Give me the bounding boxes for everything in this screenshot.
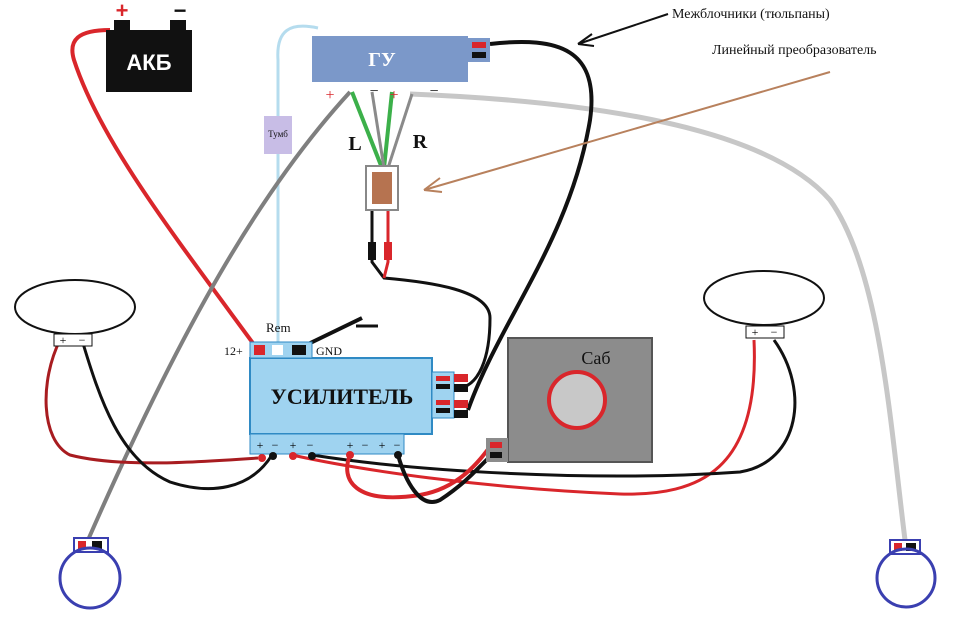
wire-interconnect-black: [466, 40, 594, 411]
amp-out-8: −: [394, 438, 401, 452]
amplifier-output-terminals: + − + − + − + −: [257, 438, 402, 462]
amp-out-1: +: [257, 438, 264, 452]
front-right-minus: −: [771, 325, 778, 339]
remote-switch: Тумб: [264, 116, 292, 154]
wire-battery-plus-red: [70, 28, 260, 352]
wire-front-left-minus-black: [80, 339, 274, 491]
interconnects-annotation-text: Межблочники (тюльпаны): [672, 7, 830, 22]
amplifier-power-label: 12+: [224, 344, 243, 358]
wire-left-gray: [370, 91, 386, 169]
head-unit-terminal-2: −: [369, 83, 378, 100]
wire-right-green: [382, 91, 394, 169]
head-unit-terminal-3: +: [389, 87, 398, 104]
head-unit-label: ГУ: [368, 49, 396, 71]
rear-left-speaker: [58, 537, 122, 610]
amp-out-4: −: [307, 438, 314, 452]
front-right-speaker: + −: [703, 270, 825, 339]
interconnects-annotation: Межблочники (тюльпаны): [577, 7, 830, 47]
head-unit-terminal-1: +: [325, 87, 334, 104]
wire-left-green: [350, 91, 384, 169]
amplifier-rem-label: Rem: [266, 320, 291, 335]
wire-front-right-plus-red: [291, 339, 756, 496]
wire-front-left-plus-red: [44, 339, 259, 465]
battery: + − АКБ: [106, 0, 192, 92]
wire-converter-to-amp: [370, 210, 492, 390]
interconnects-arrow: [577, 13, 669, 45]
amplifier: УСИЛИТЕЛЬ 12+ Rem GND: [224, 320, 468, 455]
subwoofer-cone: [547, 370, 607, 430]
battery-minus-sign: −: [174, 0, 187, 23]
front-left-minus: −: [79, 333, 86, 347]
amplifier-label: УСИЛИТЕЛЬ: [271, 384, 414, 409]
head-unit-terminal-4: −: [429, 83, 438, 100]
amp-out-6: −: [362, 438, 369, 452]
channel-right-label: R: [413, 131, 428, 153]
wire-sub-minus-black: [396, 453, 494, 504]
subwoofer-terminal: [486, 438, 508, 462]
head-unit: ГУ + − + −: [312, 36, 490, 104]
wire-rear-right-lightgray: [409, 91, 908, 541]
front-right-plus: +: [752, 325, 759, 339]
battery-label: АКБ: [126, 50, 171, 75]
subwoofer-label: Саб: [581, 348, 610, 368]
line-converter-arrow: [423, 71, 831, 191]
subwoofer: Саб: [486, 337, 653, 463]
front-left-speaker: + −: [14, 279, 136, 347]
remote-switch-label: Тумб: [268, 129, 288, 139]
line-converter: [365, 165, 399, 260]
amp-out-3: +: [290, 438, 297, 452]
wire-rear-left-gray: [86, 90, 352, 541]
wire-front-right-minus-black: [311, 339, 797, 478]
amp-out-7: +: [379, 438, 386, 452]
amplifier-gnd-label: GND: [316, 344, 342, 358]
amp-out-2: −: [272, 438, 279, 452]
wire-remote-lightblue: [276, 24, 319, 350]
wire-converter-red: [382, 210, 390, 279]
head-unit-rca-connector: [468, 38, 490, 62]
line-converter-annotation-text: Линейный преобразователь: [712, 43, 877, 58]
wire-right-gray: [386, 93, 414, 169]
front-left-plus: +: [60, 333, 67, 347]
amp-out-5: +: [347, 438, 354, 452]
line-converter-annotation: Линейный преобразователь: [423, 43, 877, 193]
channel-left-label: L: [348, 133, 361, 155]
rear-right-speaker: [875, 539, 937, 609]
battery-plus-sign: +: [116, 0, 129, 23]
